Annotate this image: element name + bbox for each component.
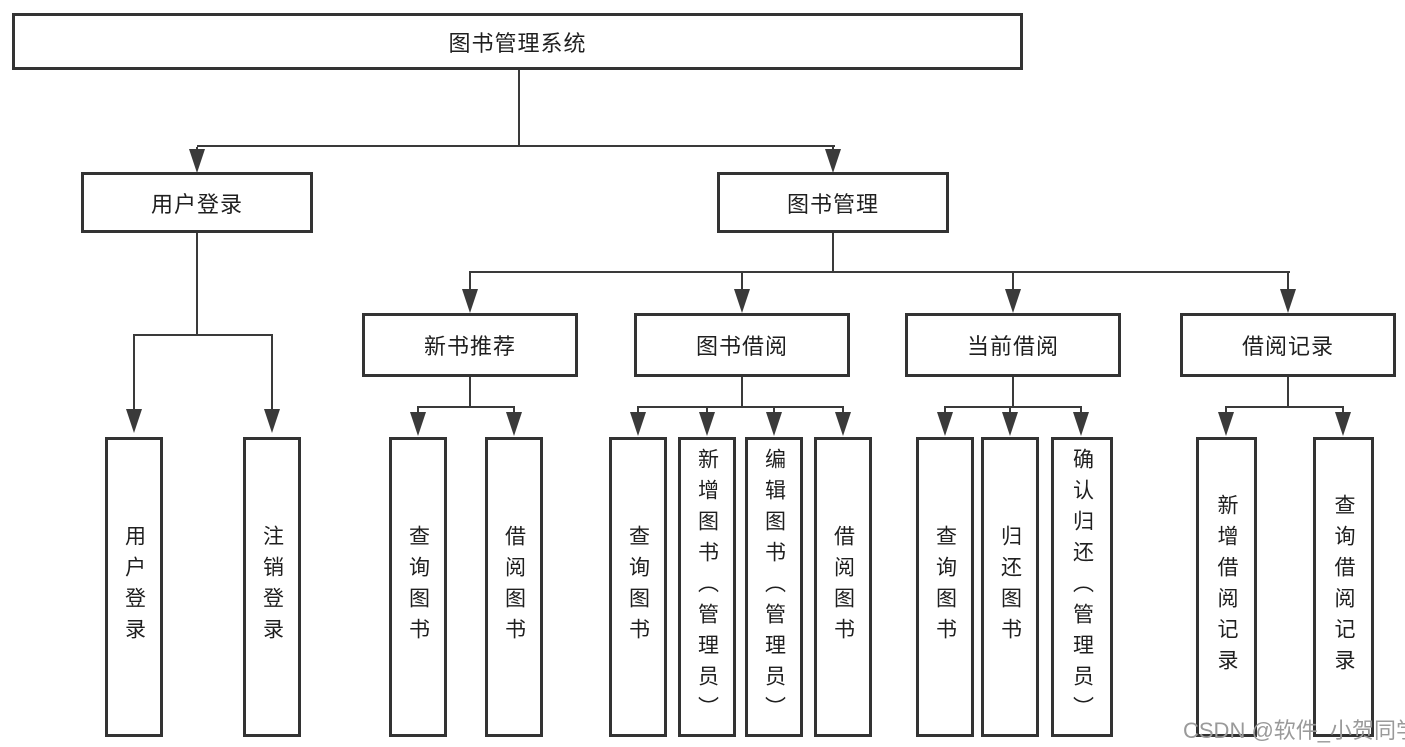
connector-line bbox=[417, 406, 515, 408]
node-book-borrowing: 图书借阅 bbox=[634, 313, 850, 377]
leaf-user-login: 用户登录 bbox=[105, 437, 163, 737]
connector-line bbox=[133, 334, 273, 336]
arrow-down-icon bbox=[1073, 412, 1089, 436]
connector-line bbox=[1342, 408, 1344, 414]
connector-line bbox=[773, 408, 775, 414]
connector-line bbox=[469, 271, 1290, 273]
node-borrowing-records: 借阅记录 bbox=[1180, 313, 1396, 377]
connector-line bbox=[417, 408, 419, 414]
connector-line bbox=[1287, 377, 1289, 407]
connector-line bbox=[1012, 273, 1014, 289]
csdn-watermark: CSDN @软件_小贺同学 bbox=[1183, 718, 1405, 743]
leaf-borrow-books: 借阅图书 bbox=[814, 437, 872, 737]
connector-line bbox=[706, 408, 708, 414]
leaf-query-borrow-record: 查询借阅记录 bbox=[1313, 437, 1374, 737]
node-book-management: 图书管理 bbox=[717, 172, 949, 233]
arrow-down-icon bbox=[1002, 412, 1018, 436]
leaf-query-books-borrowing: 查询图书 bbox=[609, 437, 667, 737]
node-current-borrowing: 当前借阅 bbox=[905, 313, 1121, 377]
connector-line bbox=[197, 145, 835, 147]
connector-line bbox=[1225, 408, 1227, 414]
arrow-down-icon bbox=[1005, 289, 1021, 313]
node-new-book-recommendation: 新书推荐 bbox=[362, 313, 578, 377]
arrow-down-icon bbox=[937, 412, 953, 436]
arrow-down-icon bbox=[462, 289, 478, 313]
arrow-down-icon bbox=[1280, 289, 1296, 313]
connector-line bbox=[944, 408, 946, 414]
arrow-down-icon bbox=[835, 412, 851, 436]
leaf-query-books-current: 查询图书 bbox=[916, 437, 974, 737]
node-library-management-system: 图书管理系统 bbox=[12, 13, 1023, 70]
leaf-query-books-recommendation: 查询图书 bbox=[389, 437, 447, 737]
leaf-confirm-return-admin: 确认归还（管理员） bbox=[1051, 437, 1113, 737]
arrow-down-icon bbox=[630, 412, 646, 436]
connector-line bbox=[271, 336, 273, 411]
connector-line bbox=[1012, 377, 1014, 407]
leaf-add-borrow-record: 新增借阅记录 bbox=[1196, 437, 1257, 737]
connector-line bbox=[832, 233, 834, 273]
connector-line bbox=[1009, 408, 1011, 414]
arrow-down-icon bbox=[410, 412, 426, 436]
connector-line bbox=[133, 336, 135, 411]
leaf-return-books: 归还图书 bbox=[981, 437, 1039, 737]
arrow-down-icon bbox=[1218, 412, 1234, 436]
connector-line bbox=[741, 377, 743, 407]
connector-line bbox=[842, 408, 844, 414]
leaf-edit-books-admin: 编辑图书（管理员） bbox=[745, 437, 803, 737]
connector-line bbox=[518, 70, 520, 147]
arrow-down-icon bbox=[825, 149, 841, 173]
connector-line bbox=[469, 273, 471, 289]
connector-line bbox=[741, 273, 743, 289]
arrow-down-icon bbox=[189, 149, 205, 173]
connector-line bbox=[1080, 408, 1082, 414]
connector-line bbox=[196, 233, 198, 335]
leaf-logout: 注销登录 bbox=[243, 437, 301, 737]
arrow-down-icon bbox=[1335, 412, 1351, 436]
connector-line bbox=[637, 408, 639, 414]
arrow-down-icon bbox=[126, 409, 142, 433]
connector-line bbox=[944, 406, 1082, 408]
connector-line bbox=[513, 408, 515, 414]
leaf-add-books-admin: 新增图书（管理员） bbox=[678, 437, 736, 737]
arrow-down-icon bbox=[699, 412, 715, 436]
connector-line bbox=[1225, 406, 1344, 408]
leaf-borrow-books-recommendation: 借阅图书 bbox=[485, 437, 543, 737]
connector-line bbox=[469, 377, 471, 407]
arrow-down-icon bbox=[264, 409, 280, 433]
connector-line bbox=[1287, 273, 1289, 289]
node-user-login: 用户登录 bbox=[81, 172, 313, 233]
arrow-down-icon bbox=[734, 289, 750, 313]
arrow-down-icon bbox=[506, 412, 522, 436]
connector-line bbox=[637, 406, 844, 408]
arrow-down-icon bbox=[766, 412, 782, 436]
